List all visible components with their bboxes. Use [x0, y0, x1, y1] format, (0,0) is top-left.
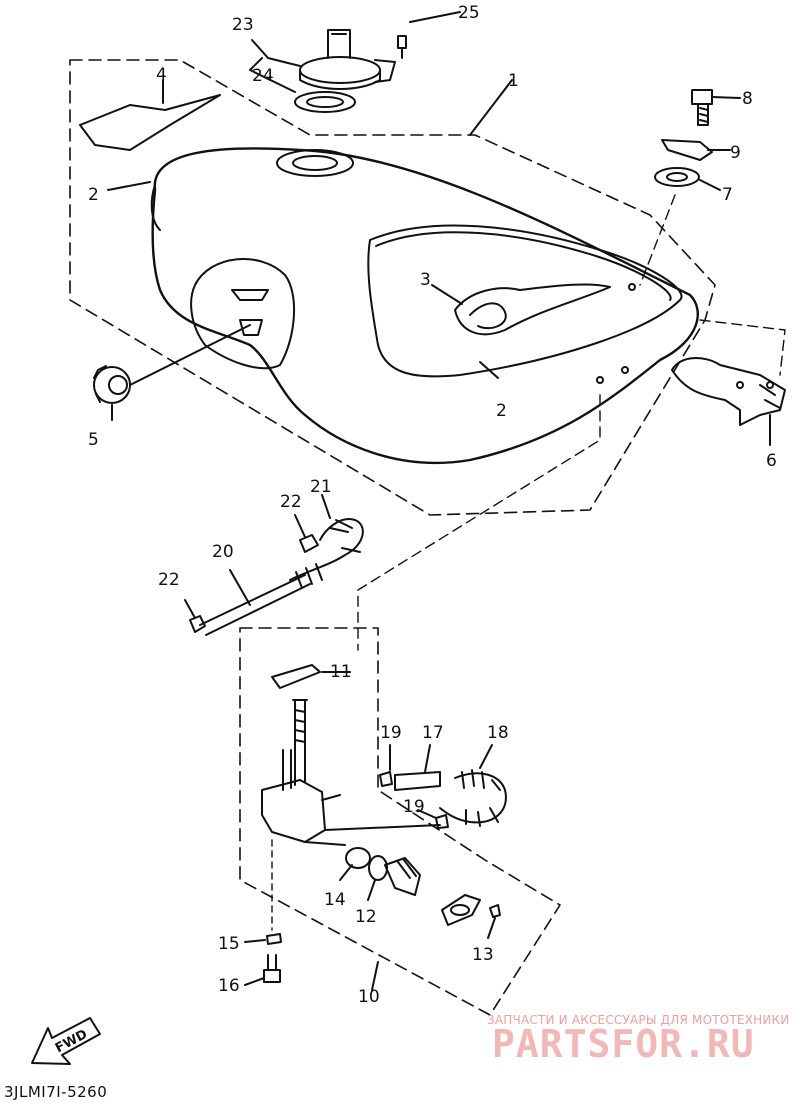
cap-screw [397, 35, 407, 59]
washer-15 [266, 933, 282, 945]
bolt-16 [263, 954, 281, 983]
callout-18: 18 [487, 723, 509, 743]
callout-21: 21 [310, 477, 332, 497]
fuel-cap-gasket [294, 91, 356, 113]
fuel-tank-body [151, 147, 699, 465]
fwd-arrow [31, 1017, 101, 1065]
plate-13 [441, 894, 481, 926]
callout-25: 25 [458, 3, 480, 23]
clip-22b [299, 534, 319, 553]
tank-side-panel [367, 224, 683, 378]
callout-7: 7 [722, 185, 733, 205]
clip-19b [435, 814, 449, 829]
tank-knee-recess [190, 258, 296, 370]
callout-1: 1 [508, 71, 519, 91]
callout-5: 5 [88, 430, 99, 450]
callout-24: 24 [252, 66, 274, 86]
fuel-cock-body [261, 779, 326, 843]
callout-19-upper: 19 [380, 723, 402, 743]
callout-2-side: 2 [496, 401, 507, 421]
fuel-hose-21 [289, 518, 364, 581]
fuel-cock-assembly-outline [239, 627, 561, 1016]
tank-emblem-badge [454, 283, 611, 336]
damper-7 [654, 167, 700, 187]
callout-11: 11 [330, 662, 352, 682]
fwd-label: FWD [53, 1027, 90, 1056]
callout-20: 20 [212, 542, 234, 562]
washer-14 [345, 847, 371, 869]
callout-23: 23 [232, 15, 254, 35]
callout-8: 8 [742, 89, 753, 109]
callout-19-lower: 19 [403, 797, 425, 817]
callout-2-top: 2 [88, 185, 99, 205]
callout-6: 6 [766, 451, 777, 471]
rear-bracket-6 [671, 357, 786, 426]
callout-12: 12 [355, 907, 377, 927]
fuel-pipe-17 [394, 771, 441, 791]
screw-13 [489, 904, 501, 918]
callout-13: 13 [472, 945, 494, 965]
fuel-pipe-20 [199, 574, 311, 636]
watermark-logo: PARTSFOR.RU [492, 1022, 755, 1066]
o-ring-12 [368, 855, 388, 881]
callout-3: 3 [420, 270, 431, 290]
fuel-cock-lever [384, 857, 421, 896]
callout-4: 4 [156, 65, 167, 85]
callout-16: 16 [218, 976, 240, 996]
tank-assembly-outline [69, 59, 716, 516]
diagram-code: 3JLMI7I-5260 [4, 1083, 108, 1101]
tank-filler-opening [276, 149, 354, 177]
callout-17: 17 [422, 723, 444, 743]
washer-9 [661, 139, 713, 161]
watermark-tagline: ЗАПЧАСТИ И АКСЕССУАРЫ ДЛЯ МОТОТЕХНИКИ [487, 1013, 790, 1027]
fuel-cap [299, 56, 381, 84]
gasket-11 [271, 664, 321, 689]
grommet-5 [93, 366, 131, 404]
callout-10: 10 [358, 987, 380, 1007]
fuel-hose-18 [439, 772, 507, 824]
callout-22-upper: 22 [280, 492, 302, 512]
bolt-8 [691, 89, 713, 126]
callout-14: 14 [324, 890, 346, 910]
tank-side-mark [150, 184, 161, 231]
tank-pad-4 [79, 94, 221, 151]
clip-22a [189, 615, 206, 633]
callout-22-lower: 22 [158, 570, 180, 590]
callout-9: 9 [730, 143, 741, 163]
clip-19a [379, 771, 393, 787]
callout-15: 15 [218, 934, 240, 954]
